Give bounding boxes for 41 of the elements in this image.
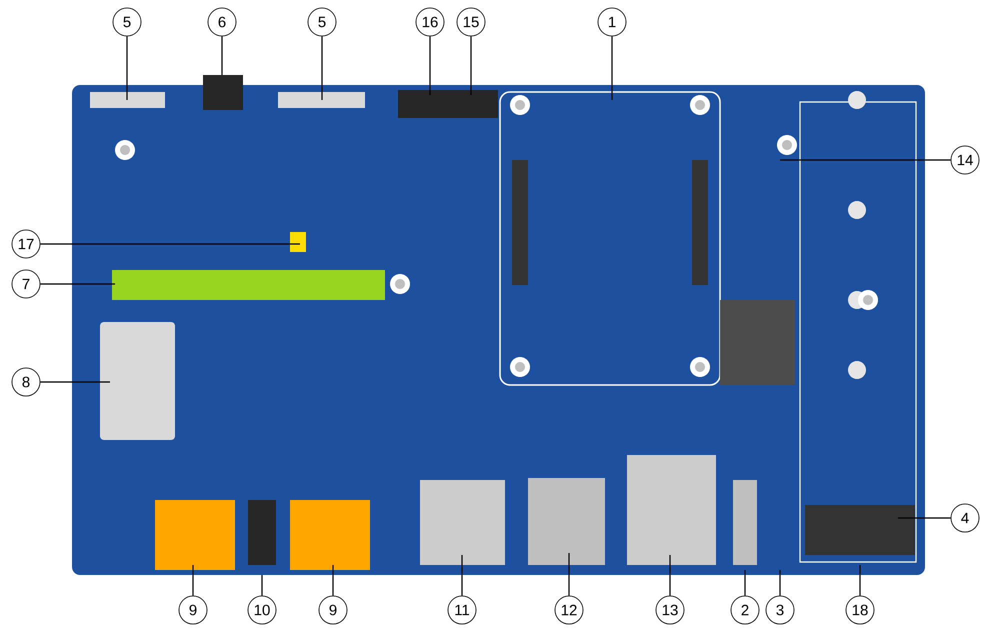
leader-line (40, 243, 300, 245)
leader-line (40, 283, 115, 285)
callout-number: 4 (950, 504, 980, 532)
callout-number: 13 (656, 596, 684, 624)
leader-line (321, 36, 323, 100)
leader-line (40, 381, 110, 383)
callout-number: 15 (456, 8, 486, 36)
circuit-board-drawing (72, 75, 925, 575)
callout-number: 9 (178, 596, 208, 624)
leader-line (568, 553, 570, 596)
leader-line (221, 36, 223, 75)
callout-number: 11 (448, 596, 476, 624)
callout-number: 14 (950, 146, 980, 174)
leader-line (461, 555, 463, 596)
leader-line (779, 570, 781, 596)
callout-number: 5 (308, 8, 336, 36)
leader-line (780, 159, 951, 161)
callout-number: 18 (846, 596, 874, 624)
callout-number: 17 (12, 230, 40, 258)
callout-number: 16 (416, 8, 444, 36)
callout-number: 6 (208, 8, 236, 36)
leader-line (332, 565, 334, 596)
callout-number: 9 (318, 596, 348, 624)
callout-number: 1 (598, 8, 626, 36)
leader-line (611, 36, 613, 100)
callout-number: 5 (112, 8, 142, 36)
leader-line (898, 517, 951, 519)
leader-line (429, 36, 431, 95)
leader-line (470, 36, 472, 95)
callout-number: 10 (248, 596, 276, 624)
leader-line (859, 565, 861, 596)
leader-line (126, 36, 128, 100)
leader-line (261, 575, 263, 596)
callout-number: 3 (766, 596, 794, 624)
leader-line (744, 570, 746, 596)
callout-number: 8 (12, 368, 40, 396)
callout-number: 7 (12, 270, 40, 298)
callout-number: 2 (730, 596, 760, 624)
leader-line (669, 555, 671, 596)
callout-number: 12 (554, 596, 584, 624)
leader-line (192, 565, 194, 596)
